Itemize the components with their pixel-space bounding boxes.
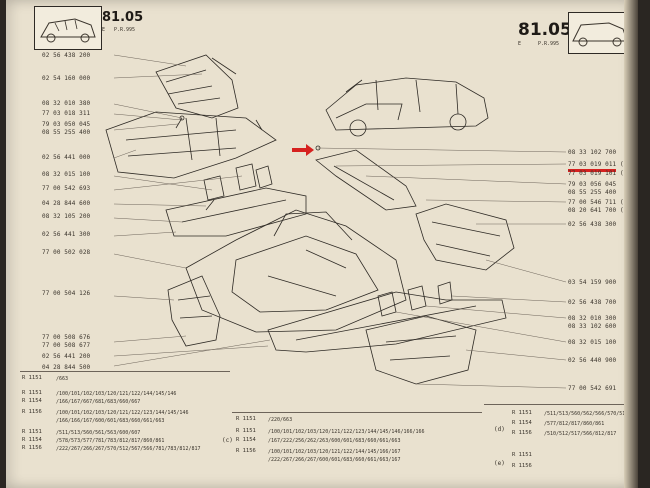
- left-codes-5: /511/513/560/561/563/600/607: [56, 430, 141, 436]
- right-pn-6: 08 20 641 700: [568, 207, 617, 214]
- exploded-body-diagram: [105, 54, 567, 389]
- middle-model-1: R 1151: [236, 428, 256, 434]
- left-pn-10: 08 32 105 200: [42, 213, 91, 220]
- left-page-code: P.R.995: [114, 27, 136, 33]
- left-pn-13: 77 00 504 126: [42, 290, 91, 297]
- left-pn-9: 04 28 844 600: [42, 200, 91, 207]
- left-pn-5: 08 55 255 400: [42, 129, 91, 136]
- right-page-code: P.R.995: [538, 41, 560, 47]
- left-pn-1: 02 54 160 000: [42, 75, 91, 82]
- left-model-2: R 1154: [22, 398, 42, 404]
- right-pn-2: 77 03 019 101: [568, 170, 617, 177]
- right-codes-1: /577/812/817/860/861: [544, 421, 605, 427]
- right-pn-10: 08 32 010 300: [568, 315, 617, 322]
- left-page-sub: E: [102, 27, 106, 33]
- right-pn-0: 08 33 102 700: [568, 149, 617, 156]
- right-model-2: R 1156: [512, 430, 532, 436]
- right-codes-2: /510/512/517/566/812/817: [544, 431, 617, 437]
- middle-model-2: R 1154: [236, 437, 256, 443]
- right-table-letter-d: (d): [494, 426, 505, 433]
- right-pn-11: 08 33 102 600: [568, 323, 617, 330]
- right-model-1: R 1154: [512, 420, 532, 426]
- right-model-0: R 1151: [512, 410, 532, 416]
- left-pn-0: 02 56 438 200: [42, 52, 91, 59]
- left-pn-4: 79 03 050 045: [42, 121, 91, 128]
- left-codes-7: /222/267/266/267/570/512/567/566/781/783…: [56, 446, 201, 452]
- left-codes-6: /578/573/577/781/783/812/817/860/861: [56, 438, 165, 444]
- bottom-table-rule-left: [20, 371, 230, 372]
- right-pn-7: 02 56 438 300: [568, 221, 617, 228]
- middle-codes-4: /222/267/266/267/600/601/683/660/661/663…: [268, 457, 401, 463]
- left-pn-6: 02 56 441 000: [42, 154, 91, 161]
- right-codes-0: /511/513/560/562/566/570/512: [544, 411, 629, 417]
- bottom-table-rule-right: [484, 404, 634, 405]
- middle-codes-1: /100/101/102/103/120/121/122/123/144/145…: [268, 429, 425, 435]
- red-arrow-icon: [292, 144, 314, 156]
- left-pn-3: 77 03 018 311: [42, 110, 91, 117]
- right-page-sub: E: [518, 41, 522, 47]
- right-pn-9: 02 56 438 700: [568, 299, 617, 306]
- right-model-3: R 1151: [512, 452, 532, 458]
- red-underline-mark: [568, 169, 616, 172]
- left-model-6: R 1154: [22, 437, 42, 443]
- left-model-5: R 1151: [22, 429, 42, 435]
- left-model-0: R 1151: [22, 375, 42, 381]
- book-spine-shadow: [624, 0, 638, 488]
- left-pn-7: 08 32 015 100: [42, 171, 91, 178]
- left-model-1: R 1151: [22, 390, 42, 396]
- catalog-page: 81.05 E P.R.995 81.05 E P.R.995: [6, 0, 638, 488]
- right-pn-12: 08 32 015 100: [568, 339, 617, 346]
- right-car-thumbnail: [568, 12, 632, 54]
- left-page-number: 81.05: [102, 10, 144, 25]
- left-model-7: R 1156: [22, 445, 42, 451]
- left-codes-2: /166/167/667/681/683/660/667: [56, 399, 141, 405]
- middle-model-3: R 1156: [236, 448, 256, 454]
- middle-letter: (c): [222, 437, 233, 444]
- left-car-thumb-drawing: [40, 18, 96, 43]
- right-pn-4: 08 55 255 400: [568, 189, 617, 196]
- left-pn-15: 77 00 508 677: [42, 342, 91, 349]
- right-page-number: 81.05: [518, 20, 572, 40]
- middle-model-0: R 1151: [236, 416, 256, 422]
- left-pn-2: 08 32 010 380: [42, 100, 91, 107]
- left-pn-14: 77 00 508 676: [42, 334, 91, 341]
- right-car-thumb-drawing: [572, 22, 628, 47]
- left-pn-12: 77 00 502 028: [42, 249, 91, 256]
- left-pn-17: 04 28 844 500: [42, 364, 91, 371]
- left-pn-8: 77 00 542 693: [42, 185, 91, 192]
- middle-codes-2: /167/222/256/262/263/600/601/683/660/661…: [268, 438, 401, 444]
- right-table-letter-e: (e): [494, 460, 505, 467]
- left-pn-11: 02 56 441 300: [42, 231, 91, 238]
- right-pn-1: 77 03 019 011: [568, 161, 617, 168]
- right-pn-14: 77 00 542 691: [568, 385, 617, 392]
- left-codes-4: /166/166/167/600/601/683/660/661/663: [56, 418, 165, 424]
- right-pn-5: 77 00 546 711: [568, 199, 617, 206]
- right-pn-13: 02 56 440 900: [568, 357, 617, 364]
- left-pn-16: 02 56 441 200: [42, 353, 91, 360]
- left-model-3: R 1156: [22, 409, 42, 415]
- right-model-4: R 1156: [512, 463, 532, 469]
- bottom-table-rule-middle: [232, 412, 482, 413]
- left-codes-1: /100/101/102/103/120/121/122/144/145/146: [56, 391, 177, 397]
- left-car-thumbnail: [34, 6, 102, 50]
- left-codes-0: /663: [56, 376, 69, 382]
- right-pn-3: 79 03 056 045: [568, 181, 617, 188]
- middle-codes-3: /100/101/102/103/120/121/122/144/145/166…: [268, 449, 401, 455]
- left-codes-3: /100/101/102/103/120/121/122/123/144/145…: [56, 410, 189, 416]
- middle-codes-0: /220/663: [268, 417, 293, 423]
- right-pn-8: 03 54 159 900: [568, 279, 617, 286]
